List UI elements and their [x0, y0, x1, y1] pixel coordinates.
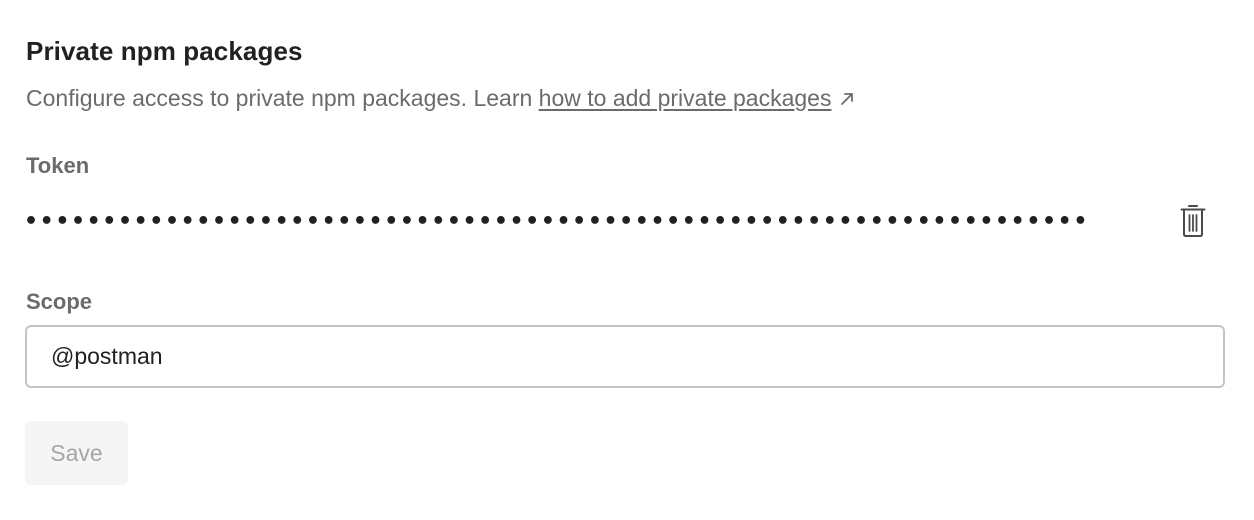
trash-icon[interactable] — [1176, 202, 1210, 240]
learn-more-link[interactable]: how to add private packages — [538, 85, 832, 111]
section-title: Private npm packages — [26, 36, 303, 66]
token-label: Token — [26, 153, 90, 178]
scope-label: Scope — [26, 289, 93, 314]
scope-input[interactable] — [25, 325, 1225, 388]
save-button[interactable]: Save — [25, 421, 128, 485]
token-masked-value: ••••••••••••••••••••••••••••••••••••••••… — [24, 209, 1089, 234]
external-arrow-icon[interactable] — [839, 84, 855, 105]
section-description: Configure access to private npm packages… — [26, 83, 855, 113]
description-text: Configure access to private npm packages… — [26, 85, 539, 111]
